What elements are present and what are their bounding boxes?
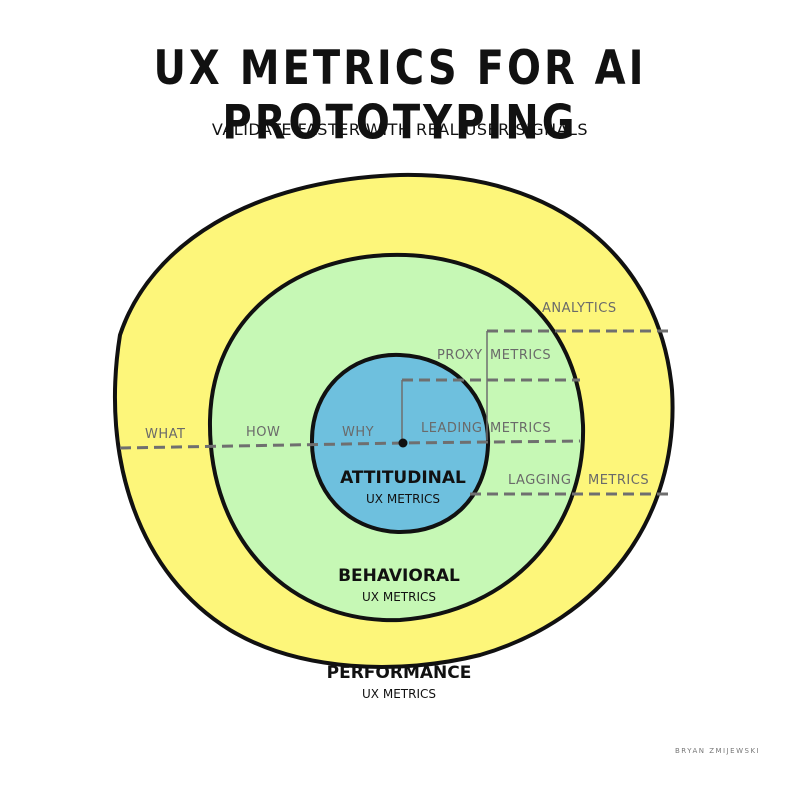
- behavioral-title: BEHAVIORAL: [338, 566, 460, 586]
- analytics-label: ANALYTICS: [542, 301, 617, 316]
- question-line: [119, 439, 581, 450]
- attitudinal-title: ATTITUDINAL: [340, 468, 466, 488]
- page-title: UX METRICS FOR AI PROTOTYPING: [153, 41, 647, 151]
- page-subtitle: VALIDATE FASTER WITH REAL USER SIGNALS: [211, 120, 589, 139]
- how-label: HOW: [246, 425, 280, 440]
- proxy-label: PROXY: [437, 348, 483, 363]
- performance-title: PERFORMANCE: [327, 663, 472, 683]
- proxy-metrics-label: METRICS: [490, 348, 551, 363]
- behavioral-subtitle: UX METRICS: [362, 590, 436, 604]
- lagging-label: LAGGING: [508, 473, 572, 488]
- lagging-metrics-label: METRICS: [588, 473, 649, 488]
- why-label: WHY: [342, 425, 374, 440]
- performance-subtitle: UX METRICS: [362, 687, 436, 701]
- leading-label: LEADING: [421, 421, 483, 436]
- author-credit: BRYAN ZMIJEWSKI: [675, 747, 760, 755]
- leading-metrics-label: METRICS: [490, 421, 551, 436]
- center-point: [398, 438, 408, 448]
- attitudinal-subtitle: UX METRICS: [366, 492, 440, 506]
- what-label: WHAT: [145, 427, 185, 442]
